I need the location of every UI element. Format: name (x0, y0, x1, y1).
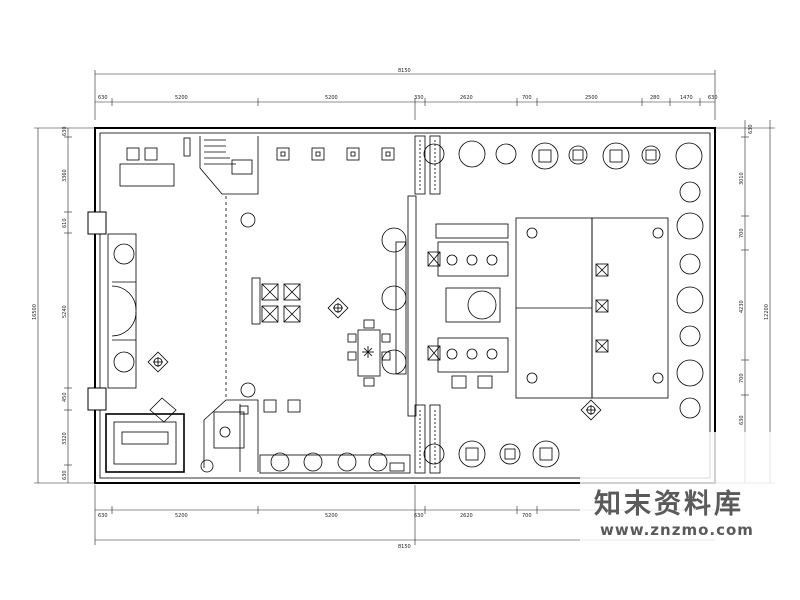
right-dim-6: 630 (739, 415, 745, 425)
right-dim-5: 700 (739, 373, 745, 383)
left-dim-2: 3360 (62, 169, 68, 182)
bottom-dim-5: 2620 (460, 513, 473, 519)
top-total-dim: 8150 (398, 68, 411, 74)
top-dim-7: 2500 (585, 95, 598, 101)
bottom-dim-6: 700 (522, 513, 532, 519)
bottom-total-dim: 8150 (398, 544, 411, 550)
plant-symbols (147, 297, 602, 421)
right-total-dim: 12200 (764, 304, 770, 320)
top-dimension-lines (94, 70, 716, 120)
bottom-dim-4: 630 (414, 513, 424, 519)
right-dimension-lines (715, 120, 775, 484)
watermark-logo-text: 知末资料库 (594, 489, 744, 520)
left-total-dim: 16500 (32, 304, 38, 320)
right-dim-1: 630 (748, 124, 754, 134)
top-dim-2: 5200 (175, 95, 188, 101)
left-room-structure (105, 136, 411, 474)
watermark-url: www.znzmo.com (600, 521, 754, 539)
left-dim-1: 630 (62, 126, 68, 136)
corner-fixtures (149, 397, 249, 438)
left-dim-6: 3320 (62, 432, 68, 445)
top-dim-10: 630 (708, 95, 718, 101)
top-dim-3: 5200 (325, 95, 338, 101)
bottom-dim-1: 630 (98, 513, 108, 519)
bottom-dim-3: 5200 (325, 513, 338, 519)
right-dim-2: 3010 (739, 172, 745, 185)
left-room-seats (126, 147, 395, 413)
bottom-dim-2: 5200 (175, 513, 188, 519)
left-dim-5: 450 (62, 392, 68, 402)
top-dim-9: 1470 (680, 95, 693, 101)
round-tables-left (113, 143, 445, 473)
top-dim-1: 630 (98, 95, 108, 101)
top-dim-5: 2620 (460, 95, 473, 101)
top-dim-8: 280 (650, 95, 660, 101)
left-dimension-lines (34, 127, 95, 484)
outer-walls (87, 127, 716, 484)
left-dim-3: 610 (62, 218, 68, 228)
central-partition (395, 135, 441, 474)
left-dim-4: 5240 (62, 305, 68, 318)
right-room-lounge (427, 223, 509, 389)
top-dim-6: 700 (522, 95, 532, 101)
left-dim-7: 630 (62, 470, 68, 480)
right-dim-4: 4230 (739, 300, 745, 313)
right-room-round-tables (458, 140, 704, 468)
right-room-tables (515, 217, 669, 399)
right-dim-3: 700 (739, 228, 745, 238)
top-dim-4: 330 (414, 95, 424, 101)
chair-cluster-left (251, 277, 391, 387)
watermark-backdrop (580, 432, 800, 600)
